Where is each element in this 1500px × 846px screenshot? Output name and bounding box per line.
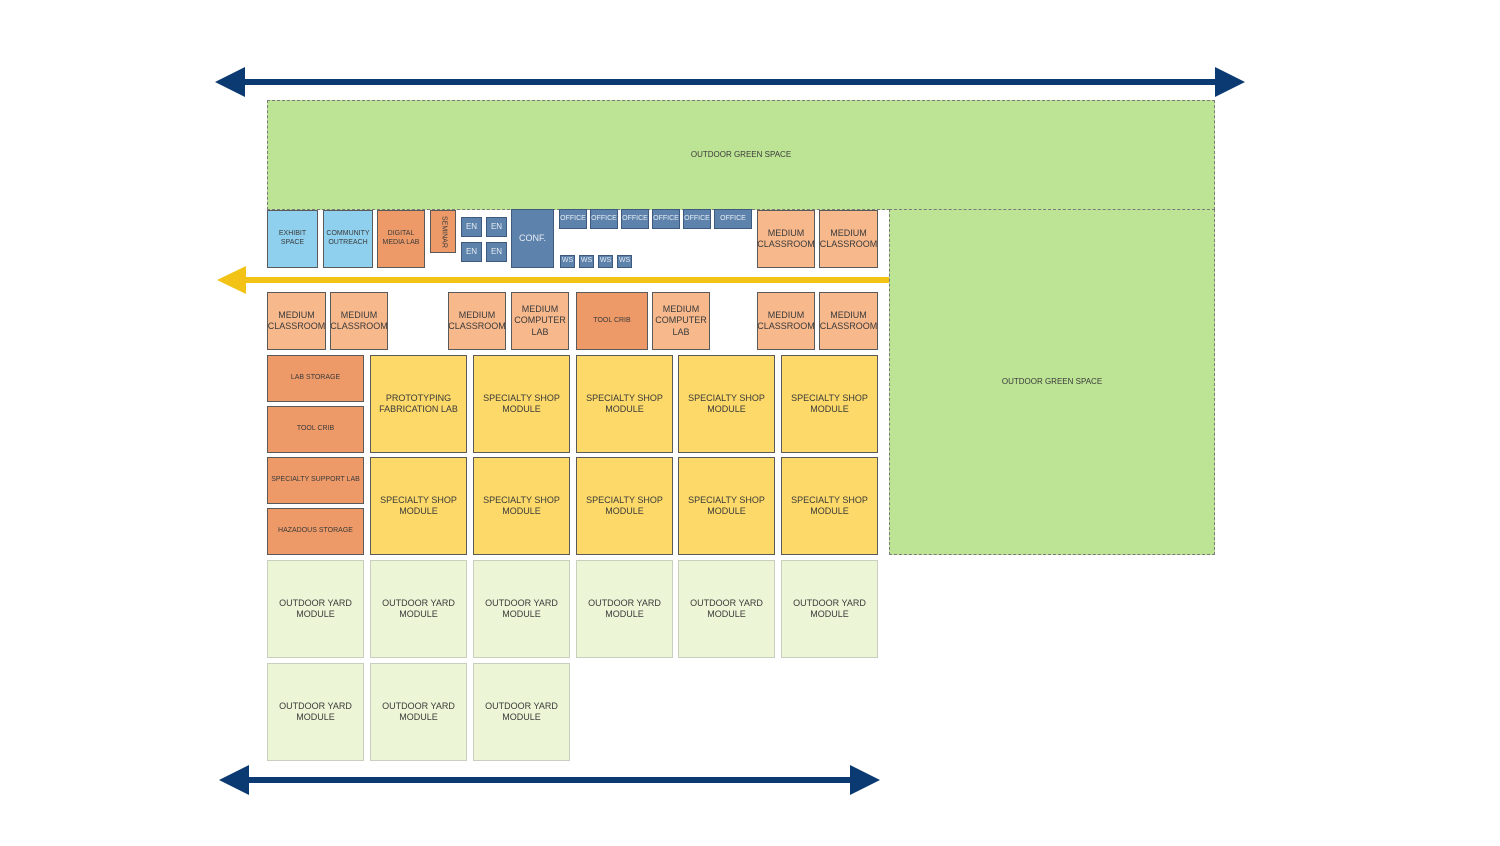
top-navy-arrow [215,67,1245,97]
workstation-1: WS [560,255,575,268]
outdoor-yard-module-r1-6: OUTDOOR YARD MODULE [781,560,878,658]
specialty-shop-module-r1-3: SPECIALTY SHOP MODULE [678,355,775,453]
outdoor-yard-module-r1-5: OUTDOOR YARD MODULE [678,560,775,658]
specialty-shop-module-r1-2: SPECIALTY SHOP MODULE [576,355,673,453]
seminar-room: SEMINAR [430,210,456,253]
outdoor-green-space-right: OUTDOOR GREEN SPACE [889,209,1215,555]
office-6: OFFICE [714,209,752,229]
workstation-2: WS [579,255,594,268]
hazardous-storage: HAZADOUS STORAGE [267,508,364,555]
workstation-4: WS [617,255,632,268]
outdoor-yard-module-r1-2: OUTDOOR YARD MODULE [370,560,467,658]
medium-classroom-upper-2: MEDIUM CLASSROOM [819,210,878,268]
specialty-shop-module-r2-2: SPECIALTY SHOP MODULE [473,457,570,555]
prototyping-fabrication-lab: PROTOTYPING FABRICATION LAB [370,355,467,453]
outdoor-yard-module-r1-3: OUTDOOR YARD MODULE [473,560,570,658]
medium-classroom-1: MEDIUM CLASSROOM [267,292,326,350]
bottom-navy-arrow [219,765,880,795]
community-outreach: COMMUNITY OUTREACH [323,210,373,268]
digital-media-lab: DIGITAL MEDIA LAB [377,210,425,268]
office-3: OFFICE [621,209,649,229]
exhibit-space: EXHIBIT SPACE [267,210,318,268]
outdoor-yard-module-r2-3: OUTDOOR YARD MODULE [473,663,570,761]
specialty-shop-module-r1-1: SPECIALTY SHOP MODULE [473,355,570,453]
specialty-shop-module-r1-4: SPECIALTY SHOP MODULE [781,355,878,453]
medium-classroom-5: MEDIUM CLASSROOM [819,292,878,350]
medium-computer-lab-1: MEDIUM COMPUTER LAB [511,292,569,350]
conference-room: CONF. [511,209,554,268]
medium-computer-lab-2: MEDIUM COMPUTER LAB [652,292,710,350]
tool-crib-support: TOOL CRIB [267,406,364,453]
en-room-3: EN [461,242,482,262]
specialty-shop-module-r2-1: SPECIALTY SHOP MODULE [370,457,467,555]
lab-storage: LAB STORAGE [267,355,364,402]
medium-classroom-4: MEDIUM CLASSROOM [757,292,815,350]
medium-classroom-2: MEDIUM CLASSROOM [330,292,388,350]
en-room-2: EN [486,217,507,237]
medium-classroom-upper-1: MEDIUM CLASSROOM [757,210,815,268]
office-4: OFFICE [652,209,680,229]
workstation-3: WS [598,255,613,268]
specialty-shop-module-r2-3: SPECIALTY SHOP MODULE [576,457,673,555]
office-5: OFFICE [683,209,711,229]
en-room-1: EN [461,217,482,237]
en-room-4: EN [486,242,507,262]
outdoor-green-space-top: OUTDOOR GREEN SPACE [267,100,1215,210]
specialty-shop-module-r2-5: SPECIALTY SHOP MODULE [781,457,878,555]
outdoor-yard-module-r2-1: OUTDOOR YARD MODULE [267,663,364,761]
specialty-shop-module-r2-4: SPECIALTY SHOP MODULE [678,457,775,555]
medium-classroom-3: MEDIUM CLASSROOM [448,292,506,350]
outdoor-yard-module-r2-2: OUTDOOR YARD MODULE [370,663,467,761]
specialty-support-lab: SPECIALTY SUPPORT LAB [267,457,364,504]
outdoor-yard-module-r1-1: OUTDOOR YARD MODULE [267,560,364,658]
outdoor-yard-module-r1-4: OUTDOOR YARD MODULE [576,560,673,658]
tool-crib-middle: TOOL CRIB [576,292,648,350]
office-1: OFFICE [559,209,587,229]
office-2: OFFICE [590,209,618,229]
